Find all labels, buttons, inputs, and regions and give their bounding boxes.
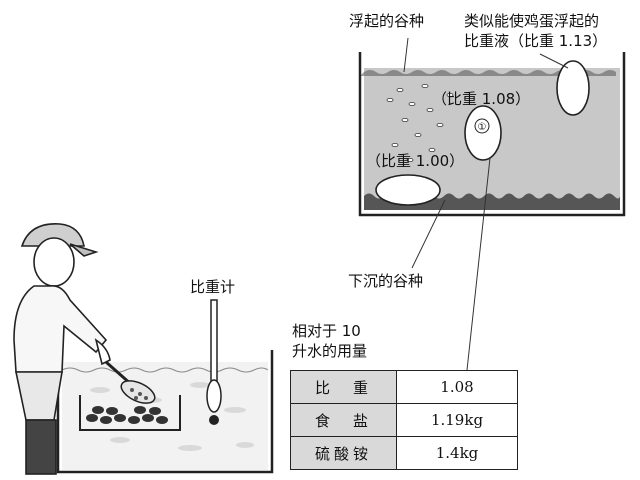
leader-lines: [403, 37, 569, 371]
row-value: 1.08: [396, 370, 518, 404]
marker-circle: [474, 118, 490, 134]
label-usage-line1: 相对于 10: [292, 322, 361, 340]
label-hydrometer: 比重计: [190, 278, 236, 296]
label-usage-line2: 升水的用量: [292, 342, 368, 360]
label-egg-sg-108: （比重 1.08）: [432, 90, 531, 108]
row-value: 1.19kg: [396, 403, 518, 437]
label-sinking-seeds: 下沉的谷种: [348, 272, 424, 290]
egg-floating: [556, 60, 590, 116]
label-solution-line2: 比重液（比重 1.13）: [464, 32, 608, 50]
row-name: 食 盐: [290, 403, 397, 437]
table-row: 硫酸铵 1.4kg: [290, 436, 518, 470]
suspended-seeds: [386, 84, 454, 162]
row-name: 硫酸铵: [290, 436, 397, 470]
table-row: 食 盐 1.19kg: [290, 403, 518, 437]
label-floating-seeds: 浮起的谷种: [349, 12, 425, 30]
table-row: 比 重 1.08: [290, 370, 518, 404]
usage-table: 比 重 1.08 食 盐 1.19kg 硫酸铵 1.4kg: [290, 370, 518, 470]
egg-sunk: [375, 174, 441, 206]
farmer-figure: [13, 223, 111, 475]
floating-seed-layer: [360, 70, 616, 76]
label-solution-line1: 类似能使鸡蛋浮起的: [464, 12, 600, 30]
scoop: [105, 360, 156, 404]
row-value: 1.4kg: [396, 436, 518, 470]
label-egg-sg-100: （比重 1.00）: [366, 152, 465, 170]
basin: [56, 350, 274, 474]
marker-circle-label: ①: [478, 122, 487, 133]
row-name: 比 重: [290, 370, 397, 404]
hydrometer: [206, 299, 222, 425]
seed-basket: [79, 395, 181, 431]
